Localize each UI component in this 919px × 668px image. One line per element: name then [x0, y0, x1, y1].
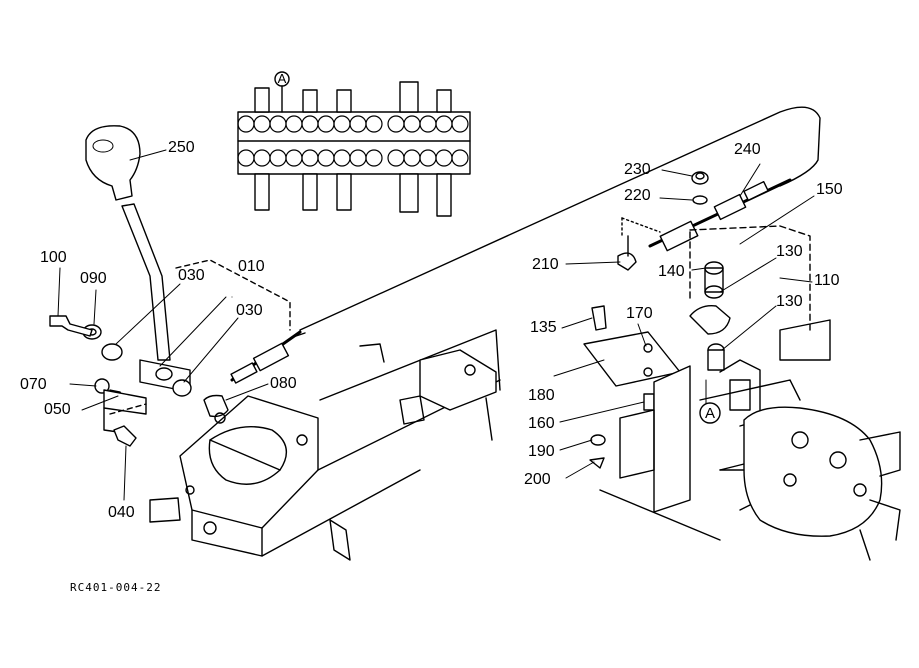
part-label-150: 150 [816, 181, 843, 198]
part-label-210: 210 [532, 256, 559, 273]
lever-housing [149, 329, 501, 561]
callout-marker-top: A [277, 71, 287, 86]
part-label-180: 180 [528, 387, 555, 404]
part-label-080: 080 [270, 375, 297, 392]
callout-circle-right [699, 402, 721, 424]
part-label-130-upper: 130 [776, 243, 803, 260]
right-linkage-assembly [583, 225, 901, 561]
gear-lever-assembly [49, 125, 291, 447]
part-label-200: 200 [524, 471, 551, 488]
cable-end-right [617, 171, 792, 271]
leader-lines [57, 149, 815, 501]
part-label-130-lower: 130 [776, 293, 803, 310]
part-label-230: 230 [624, 161, 651, 178]
part-label-030-lower: 030 [236, 302, 263, 319]
control-valve-assembly [237, 81, 471, 217]
part-label-010: 010 [238, 258, 265, 275]
callout-circle-top [274, 71, 290, 87]
control-cable [230, 106, 821, 384]
part-label-240: 240 [734, 141, 761, 158]
part-label-190: 190 [528, 443, 555, 460]
part-label-160: 160 [528, 415, 555, 432]
part-label-100: 100 [40, 249, 67, 266]
part-label-090: 090 [80, 270, 107, 287]
part-label-220: 220 [624, 187, 651, 204]
part-label-135: 135 [530, 319, 557, 336]
part-label-110: 110 [814, 272, 840, 289]
drawing-code: RC401-004-22 [70, 581, 162, 594]
part-label-030-upper: 030 [178, 267, 205, 284]
part-label-250: 250 [168, 139, 195, 156]
part-label-170: 170 [626, 305, 653, 322]
callout-marker-right: A [704, 405, 715, 422]
part-label-070: 070 [20, 376, 47, 393]
part-label-050: 050 [44, 401, 71, 418]
part-label-040: 040 [108, 504, 135, 521]
part-label-140: 140 [658, 263, 685, 280]
